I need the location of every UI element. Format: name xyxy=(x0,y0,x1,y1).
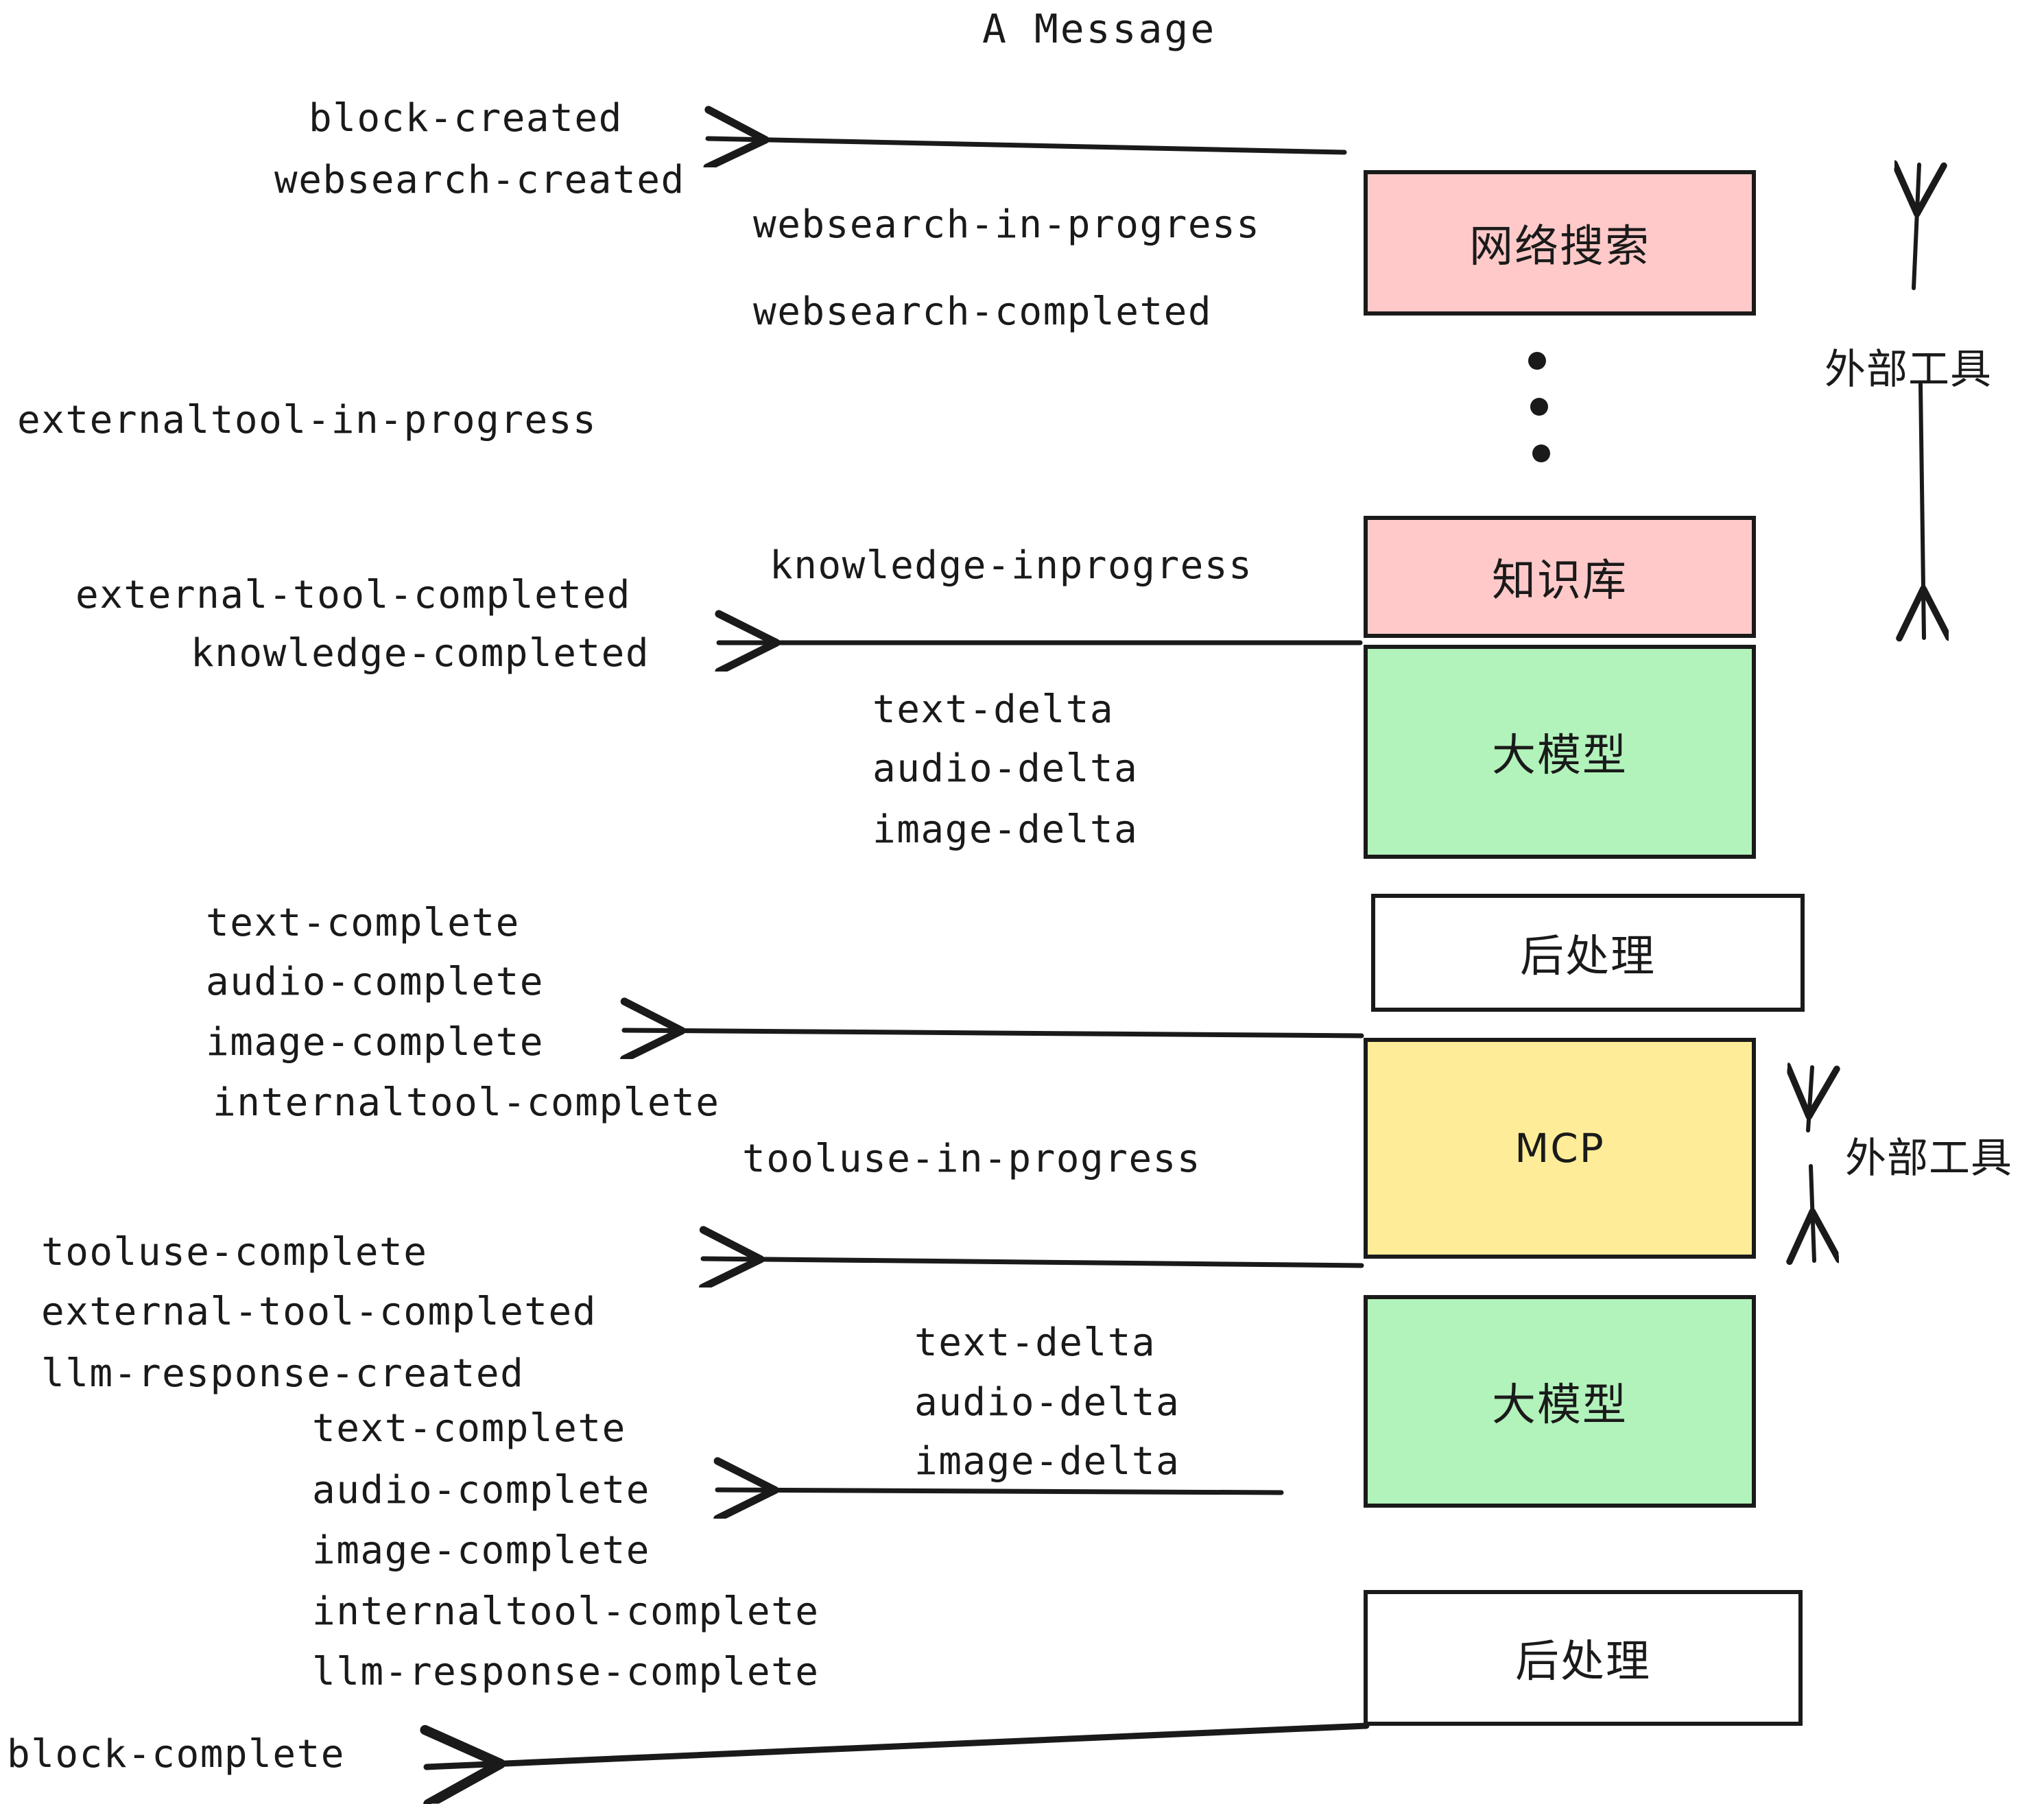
event-externaltool-in-progress: externaltool-in-progress xyxy=(17,398,597,442)
arrow-tooluse-complete xyxy=(703,1259,1364,1266)
node-knowledge[interactable]: 知识库 xyxy=(1364,516,1756,638)
event-tooluse-in-progress: tooluse-in-progress xyxy=(742,1137,1202,1181)
node-llm-1-label: 大模型 xyxy=(1492,731,1628,781)
event-llm-response-created: llm-response-created xyxy=(41,1351,525,1396)
side-label-external-tools-bottom: 外部工具 xyxy=(1845,1135,2012,1183)
node-llm-1[interactable]: 大模型 xyxy=(1364,645,1756,859)
event-text-delta-2: text-delta xyxy=(914,1320,1156,1365)
bracket-top-up-shaft xyxy=(1914,165,1919,290)
event-text-complete-1: text-complete xyxy=(206,901,520,945)
bracket-bottom-up-shaft xyxy=(1808,1067,1812,1132)
node-mcp[interactable]: MCP xyxy=(1364,1038,1756,1259)
node-llm-2-label: 大模型 xyxy=(1492,1380,1628,1431)
event-knowledge-inprogress: knowledge-inprogress xyxy=(770,543,1253,588)
node-postprocess-2[interactable]: 后处理 xyxy=(1364,1590,1803,1726)
bracket-bottom-down-shaft xyxy=(1811,1164,1814,1261)
event-knowledge-completed: knowledge-completed xyxy=(191,631,650,676)
node-llm-2[interactable]: 大模型 xyxy=(1364,1295,1756,1508)
event-text-complete-2: text-complete xyxy=(312,1406,626,1451)
event-tooluse-complete: tooluse-complete xyxy=(41,1230,428,1274)
event-llm-response-complete: llm-response-complete xyxy=(312,1650,820,1694)
event-websearch-completed: websearch-completed xyxy=(753,289,1213,334)
arrow-image-complete xyxy=(624,1030,1364,1036)
event-image-complete-1: image-complete xyxy=(206,1020,545,1065)
event-image-delta-1: image-delta xyxy=(872,807,1139,852)
arrow-audio-complete xyxy=(717,1490,1284,1493)
event-block-complete: block-complete xyxy=(7,1732,346,1777)
event-image-complete-2: image-complete xyxy=(312,1528,651,1573)
event-external-tool-completed-1: external-tool-completed xyxy=(75,573,631,617)
arrow-block-complete xyxy=(427,1722,1370,1767)
ellipsis-dot xyxy=(1532,444,1550,462)
node-knowledge-label: 知识库 xyxy=(1492,556,1628,606)
node-postprocess-2-label: 后处理 xyxy=(1515,1637,1651,1687)
event-audio-complete-2: audio-complete xyxy=(312,1468,651,1512)
event-websearch-in-progress: websearch-in-progress xyxy=(753,202,1261,247)
event-image-delta-2: image-delta xyxy=(914,1439,1180,1484)
node-postprocess-1[interactable]: 后处理 xyxy=(1371,894,1805,1012)
event-internaltool-complete-2: internaltool-complete xyxy=(312,1589,820,1634)
node-mcp-label: MCP xyxy=(1514,1125,1605,1172)
side-label-external-tools-top: 外部工具 xyxy=(1825,346,1992,394)
event-internaltool-complete-1: internaltool-complete xyxy=(213,1080,720,1125)
arrow-block-created xyxy=(708,139,1347,152)
event-audio-delta-2: audio-delta xyxy=(914,1380,1180,1425)
event-audio-complete-1: audio-complete xyxy=(206,960,545,1004)
node-websearch[interactable]: 网络搜索 xyxy=(1364,170,1756,316)
event-text-delta-1: text-delta xyxy=(872,687,1115,732)
event-external-tool-completed-2: external-tool-completed xyxy=(41,1290,597,1334)
node-websearch-label: 网络搜索 xyxy=(1469,222,1650,272)
bracket-top-down-shaft xyxy=(1921,382,1924,638)
ellipsis-dot xyxy=(1530,398,1548,416)
event-websearch-created: websearch-created xyxy=(274,158,685,202)
ellipsis-dot xyxy=(1528,352,1546,370)
event-audio-delta-1: audio-delta xyxy=(872,746,1139,791)
event-block-created: block-created xyxy=(309,96,623,141)
page-title: A Message xyxy=(982,5,1217,52)
node-postprocess-1-label: 后处理 xyxy=(1520,931,1656,982)
